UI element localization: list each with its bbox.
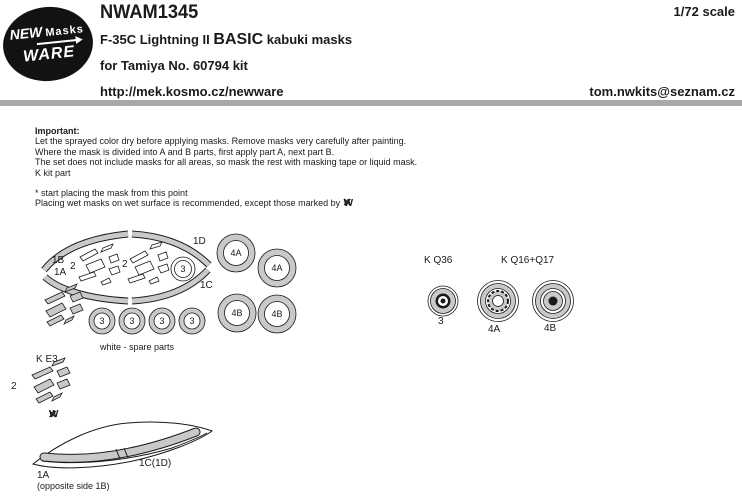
wheel-q36 <box>427 285 459 317</box>
instruction-text: Placing wet masks on wet surface is reco… <box>35 198 341 209</box>
canopy-label-1c1d: 1C(1D) <box>139 458 172 469</box>
label-1b: 1B <box>52 255 65 266</box>
label-4a: 4A <box>271 263 283 273</box>
instruction-line: Where the mask is divided into A and B p… <box>35 146 335 157</box>
title-suffix: kabuki masks <box>266 32 353 47</box>
spare-circle-3 <box>170 256 196 282</box>
label-4b: 4B <box>271 309 283 319</box>
title-basic: BASIC <box>213 31 264 48</box>
kit-subtitle: for Tamiya No. 60794 kit <box>100 58 248 73</box>
instruction-line: * start placing the mask from this point <box>35 188 188 199</box>
logo-ware-text: WARE <box>22 43 76 66</box>
spare-parts-note: white - spare parts <box>100 342 175 352</box>
instructions-block: Important: Let the sprayed color dry bef… <box>35 126 417 210</box>
label-4a: 4A <box>230 248 242 258</box>
label-3: 3 <box>438 316 444 327</box>
label-ke3: K E3 <box>36 354 58 365</box>
label-3: 3 <box>99 316 105 326</box>
label-3: 3 <box>180 264 186 274</box>
label-kq36: K Q36 <box>424 255 453 266</box>
label-4b: 4B <box>231 308 243 318</box>
label-2: 2 <box>122 259 128 270</box>
circle-masks-3 <box>88 307 206 335</box>
instruction-line: Placing wet masks on wet surface is reco… <box>35 198 417 209</box>
newware-logo: NEW Masks WARE <box>0 2 97 86</box>
mask-cluster-2a <box>78 243 121 286</box>
title-prefix: F-35C Lightning II <box>100 32 210 47</box>
no-wet-icon: W <box>48 408 59 421</box>
wheel-q17 <box>532 280 574 322</box>
label-3: 3 <box>189 316 195 326</box>
instructions-heading: Important: <box>35 126 80 136</box>
label-4a: 4A <box>488 324 501 335</box>
ring-masks-4a-4b <box>216 233 297 334</box>
label-kq16-q17: K Q16+Q17 <box>501 255 555 266</box>
mask-fan-ke3 <box>31 357 71 404</box>
instruction-line: The set does not include masks for all a… <box>35 157 418 168</box>
label-1d: 1D <box>193 236 206 247</box>
wheel-q16 <box>477 280 519 322</box>
label-3: 3 <box>129 316 135 326</box>
contact-email: tom.nwkits@seznam.cz <box>589 84 735 99</box>
logo-new-text: NEW <box>8 23 44 44</box>
mask-fan-2 <box>44 283 84 327</box>
mask-cluster-2b <box>127 241 170 285</box>
canopy-label-1a: 1A <box>37 470 50 481</box>
label-3: 3 <box>159 316 165 326</box>
product-code: NWAM1345 <box>100 2 199 23</box>
header-divider <box>0 100 742 106</box>
label-2: 2 <box>70 261 76 272</box>
label-4b: 4B <box>544 323 557 334</box>
scale-label: 1/72 scale <box>673 4 735 19</box>
instruction-line: Let the sprayed color dry before applyin… <box>35 136 407 147</box>
no-wet-icon: W <box>343 198 354 209</box>
canopy-label-opposite: (opposite side 1B) <box>37 481 110 491</box>
canopy-drawing <box>31 421 214 469</box>
product-title: F-35C Lightning II BASIC kabuki masks <box>100 31 352 49</box>
label-2: 2 <box>11 381 17 392</box>
mask-diagram <box>31 230 574 469</box>
label-1c: 1C <box>200 280 213 291</box>
label-1a: 1A <box>54 267 67 278</box>
instruction-line: K kit part <box>35 167 71 178</box>
website-url: http://mek.kosmo.cz/newware <box>100 84 284 99</box>
